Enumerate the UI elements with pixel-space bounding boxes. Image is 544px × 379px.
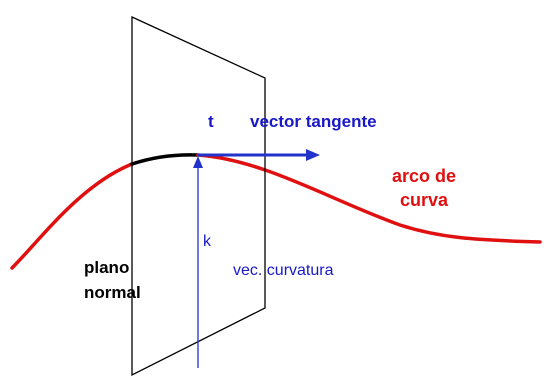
curvature-vector-label: vec. curvatura bbox=[233, 262, 334, 279]
tangent-symbol-label: t bbox=[208, 112, 214, 131]
curve-arc-left bbox=[10, 162, 134, 270]
curve-arc-right bbox=[196, 153, 542, 244]
tangent-vector-label: vector tangente bbox=[250, 112, 377, 131]
tangent-arrowhead bbox=[306, 149, 320, 161]
normal-plane bbox=[131, 15, 266, 377]
curvature-symbol-label: k bbox=[203, 233, 212, 250]
plane-label-line1: plano bbox=[84, 258, 129, 277]
curvature-arrowhead bbox=[193, 156, 203, 168]
arc-label-line2: curva bbox=[400, 190, 449, 210]
plane-label-line2: normal bbox=[84, 283, 141, 302]
arc-label-line1: arco de bbox=[392, 166, 456, 186]
curve-arc-near-point bbox=[130, 153, 200, 166]
